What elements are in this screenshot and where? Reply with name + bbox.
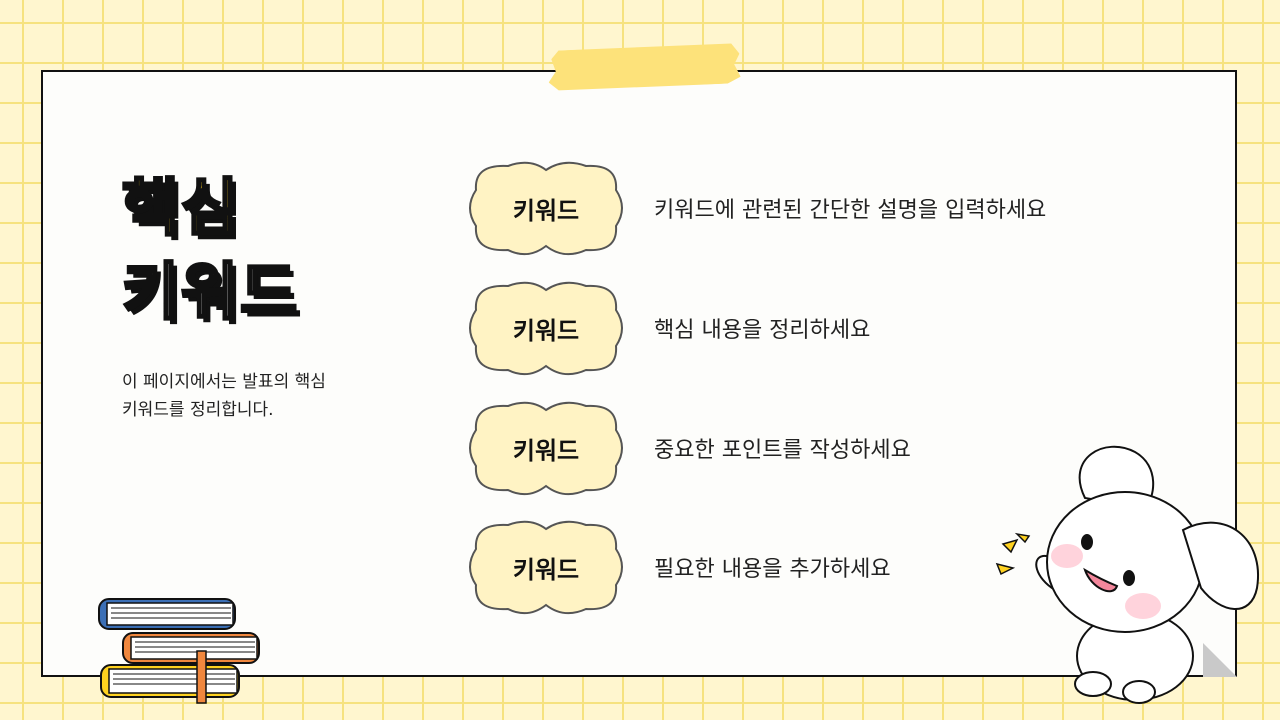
paper-card	[41, 70, 1237, 677]
cloud-shape-icon	[469, 401, 623, 496]
description-line-2: 키워드를 정리합니다.	[122, 400, 274, 420]
keyword-text-2: 핵심 내용을 정리하세요	[654, 318, 871, 343]
keyword-badge-1: 키워드	[468, 160, 624, 256]
cloud-shape-icon	[469, 161, 623, 256]
page-description: 이 페이지에서는 발표의 핵심 키워드를 정리합니다.	[122, 368, 392, 424]
page-fold-corner	[1203, 643, 1237, 677]
keyword-badge-label: 키워드	[512, 436, 580, 465]
keyword-badge-3: 키워드	[468, 400, 624, 496]
keyword-text-4: 필요한 내용을 추가하세요	[654, 557, 891, 582]
page-title: 핵심 키워드	[120, 166, 300, 334]
description-line-1: 이 페이지에서는 발표의 핵심	[122, 372, 326, 392]
title-line-1: 핵심	[120, 170, 241, 246]
cloud-shape-icon	[469, 520, 623, 615]
books-stack-icon	[98, 598, 260, 704]
keyword-badge-2: 키워드	[468, 280, 624, 376]
puppy-mascot-icon	[995, 445, 1260, 704]
keyword-text-3: 중요한 포인트를 작성하세요	[654, 438, 911, 463]
keyword-badge-label: 키워드	[512, 316, 580, 345]
keyword-badge-label: 키워드	[512, 196, 580, 225]
keyword-text-1: 키워드에 관련된 간단한 설명을 입력하세요	[654, 198, 1047, 223]
keyword-badge-label: 키워드	[512, 555, 580, 584]
cloud-shape-icon	[469, 281, 623, 376]
title-line-2: 키워드	[120, 254, 300, 330]
keyword-badge-4: 키워드	[468, 519, 624, 615]
